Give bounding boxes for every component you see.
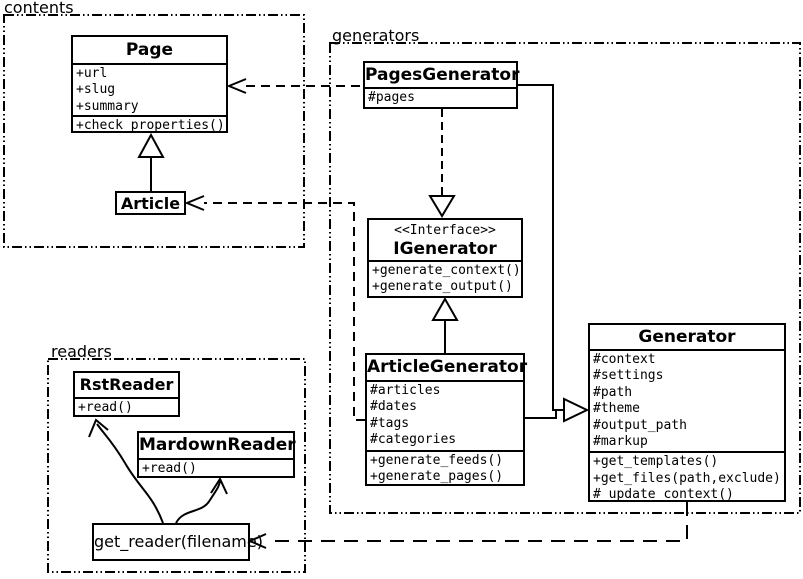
pagesgenerator-implements-igenerator-triangle (428, 195, 456, 218)
class-igenerator-stereotype: <<Interface>> (394, 223, 496, 238)
readers-package-label: readers (51, 342, 112, 361)
class-igenerator-name: IGenerator (393, 239, 497, 259)
generators-package-border (329, 42, 801, 514)
getreader-to-rstreader-arrowhead (88, 418, 109, 438)
contents-package-border (3, 14, 305, 248)
articlegenerator-implements-igenerator-triangle (431, 296, 459, 321)
class-rstreader-methods: +read() (75, 397, 178, 417)
class-page: Page +url +slug +summary +check_properti… (71, 35, 228, 133)
class-generator: Generator #context #settings #path #them… (588, 323, 786, 502)
generator-depends-getreader-line (266, 502, 688, 542)
pagesgenerator-depends-page-arrowhead (226, 78, 247, 94)
class-igenerator-methods: +generate_context() +generate_output() (369, 260, 521, 297)
getreader-to-mardownreader-curve (175, 480, 221, 524)
readers-package-border (47, 358, 306, 573)
contents-package-label: contents (4, 0, 74, 17)
class-pagesgenerator: PagesGenerator #pages (363, 61, 520, 109)
class-mardownreader-methods: +read() (139, 458, 293, 478)
class-generator-attributes: #context #settings #path #theme #output_… (590, 349, 784, 451)
class-article: Article (115, 191, 186, 215)
class-mardownreader-title: MardownReader (139, 435, 296, 455)
articlegenerator-depends-article-line (204, 202, 365, 421)
class-rstreader-title: RstReader (79, 375, 174, 394)
class-generator-title: Generator (638, 327, 736, 347)
getreader-to-rstreader-curve (96, 423, 164, 524)
generators-package-label: generators (332, 26, 420, 45)
get-reader-function-box: get_reader(filename) (92, 523, 263, 561)
extends-generator-triangle (563, 397, 590, 423)
class-generator-methods: +get_templates() +get_files(path,exclude… (590, 451, 784, 504)
class-pagesgenerator-title: PagesGenerator (365, 65, 520, 85)
class-page-methods: +check_properties() (73, 115, 226, 135)
class-articlegenerator-attributes: #articles #dates #tags #categories (367, 380, 523, 450)
class-article-title: Article (120, 194, 181, 213)
article-extends-page-triangle (137, 132, 165, 158)
class-page-title: Page (125, 40, 174, 60)
class-mardownreader: MardownReader +read() (137, 431, 296, 478)
generator-depends-getreader-arrowhead (247, 533, 267, 549)
class-igenerator-title: <<Interface>> IGenerator (369, 220, 521, 260)
class-articlegenerator-title: ArticleGenerator (367, 357, 528, 377)
class-articlegenerator: ArticleGenerator #articles #dates #tags … (365, 353, 528, 487)
class-rstreader: RstReader +read() (73, 371, 180, 417)
class-page-attributes: +url +slug +summary (73, 63, 226, 115)
class-igenerator: <<Interface>> IGenerator +generate_conte… (367, 218, 523, 298)
class-articlegenerator-methods: +generate_feeds() +generate_pages() (367, 449, 523, 487)
pagesgenerator-extends-generator-line (518, 84, 563, 411)
articlegenerator-extends-generator-line (525, 410, 557, 419)
class-pagesgenerator-attributes: #pages (365, 87, 516, 107)
articlegenerator-depends-article-arrowhead (184, 195, 205, 211)
getreader-to-mardownreader-arrowhead (210, 476, 228, 495)
